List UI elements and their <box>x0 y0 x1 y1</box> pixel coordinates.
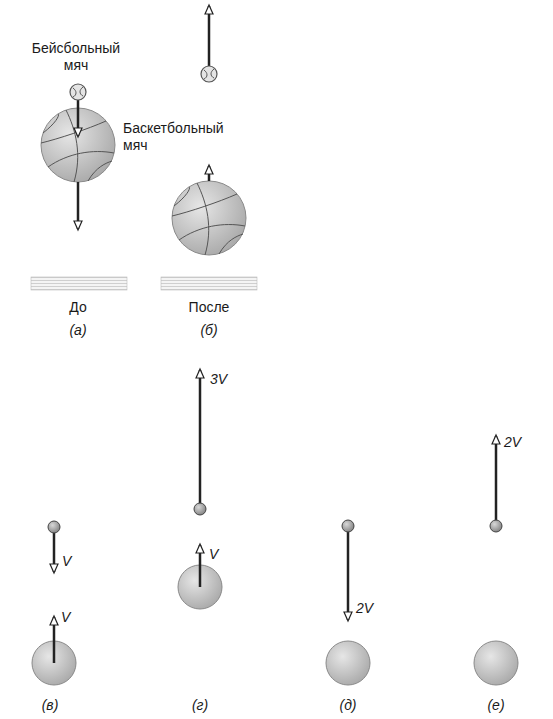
label: (е) <box>487 697 504 714</box>
velocity-arrow <box>53 527 56 572</box>
label: 2V <box>356 600 373 617</box>
label: 3V <box>210 371 227 388</box>
velocity-arrow <box>53 617 56 663</box>
velocity-arrow <box>77 100 80 136</box>
label: V <box>61 609 70 626</box>
label: V <box>62 553 71 570</box>
label: (в) <box>42 697 59 714</box>
label: (а) <box>69 322 86 339</box>
basketball <box>172 181 246 255</box>
label: V <box>209 546 218 563</box>
floor <box>31 277 127 290</box>
velocity-arrow <box>347 526 350 620</box>
baseball <box>48 521 60 533</box>
label: Бейсбольный мяч <box>26 40 126 74</box>
velocity-arrow <box>199 545 202 587</box>
baseball <box>70 84 86 100</box>
label: (г) <box>192 697 208 714</box>
floor <box>161 277 257 290</box>
baseball <box>490 520 502 532</box>
velocity-arrow <box>77 182 80 229</box>
label: Баскетбольный мяч <box>123 120 248 154</box>
label: (д) <box>339 697 356 714</box>
baseball <box>342 520 354 532</box>
baseball <box>201 66 217 82</box>
velocity-arrow <box>208 6 211 66</box>
label: До <box>69 299 86 316</box>
basketball <box>326 641 370 685</box>
baseball <box>194 503 206 515</box>
label: (б) <box>200 322 217 339</box>
velocity-arrow <box>495 436 498 526</box>
label: 2V <box>504 434 521 451</box>
label: После <box>189 299 230 316</box>
velocity-arrow <box>208 166 211 181</box>
velocity-arrow <box>199 370 202 509</box>
basketball <box>474 641 518 685</box>
